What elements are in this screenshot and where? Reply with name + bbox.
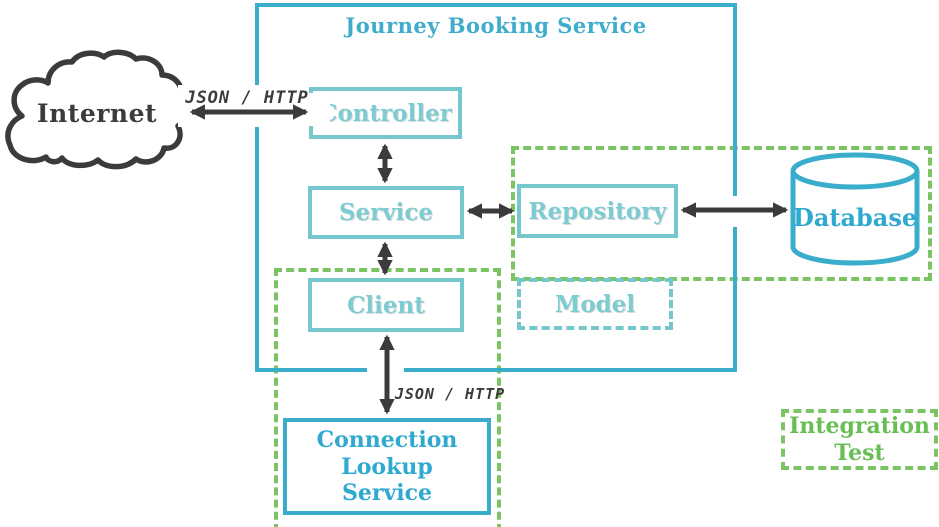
diagram-title: Journey Booking Service — [345, 13, 647, 38]
cls-label-line3: Service — [341, 480, 432, 507]
repository-label: Repository — [528, 197, 667, 225]
model-label: Model — [554, 290, 636, 318]
controller-box: Controller — [309, 87, 462, 139]
border-gap-patch-repository-database — [712, 196, 748, 227]
internet-label: Internet — [36, 99, 158, 128]
cls-label-line1: Connection — [316, 426, 458, 453]
repository-box: Repository — [517, 184, 678, 238]
journey-booking-service-boundary: Journey Booking Service — [255, 3, 737, 372]
client-box: Client — [308, 278, 464, 332]
cloud-outline — [5, 49, 190, 170]
controller-label: Controller — [319, 99, 452, 127]
internet-cloud-icon — [5, 49, 190, 170]
border-gap-patch-client-cls — [367, 363, 404, 384]
connection-lookup-service-box: Connection Lookup Service — [283, 418, 491, 515]
database-label: Database — [793, 203, 918, 232]
cylinder-top — [790, 152, 920, 190]
json-http-label-top: JSON / HTTP — [185, 88, 309, 108]
service-label: Service — [338, 199, 434, 226]
json-http-label-bottom: JSON / HTTP — [394, 385, 506, 403]
integration-test-line1: Integration — [789, 413, 930, 440]
integration-test-line2: Test — [834, 439, 885, 466]
integration-test-box: Integration Test — [781, 409, 938, 470]
service-box: Service — [308, 186, 464, 239]
border-gap-patch-controller — [304, 93, 330, 126]
model-box: Model — [517, 278, 673, 330]
cylinder-body — [790, 171, 920, 266]
cls-label-line2: Lookup — [341, 453, 433, 480]
database-cylinder-icon — [790, 152, 920, 266]
client-label: Client — [347, 291, 425, 319]
